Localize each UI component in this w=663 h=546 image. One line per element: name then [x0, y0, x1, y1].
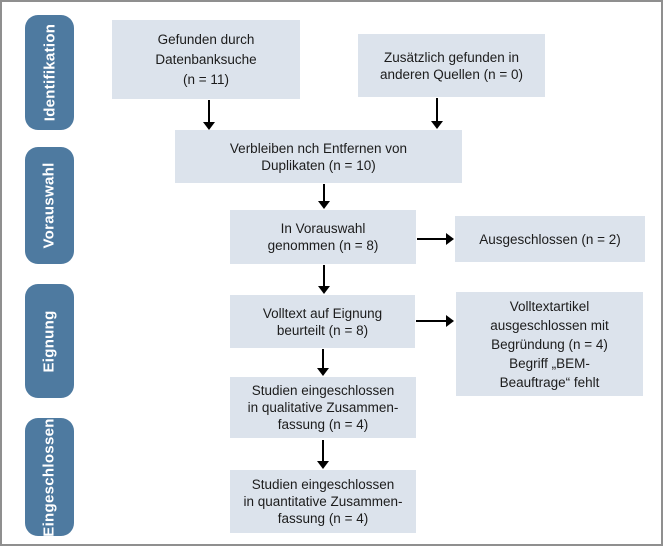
node-line: in qualitative Zusammen- — [247, 400, 399, 415]
stage-pill-eignung: Eignung — [25, 284, 74, 398]
node-line: Volltext auf Eignung — [262, 305, 383, 321]
node-excluded: Ausgeschlossen (n = 2) — [455, 216, 645, 262]
arrow-down-icon — [317, 440, 329, 469]
node-line: Verbleiben nch Entfernen von — [229, 140, 408, 156]
node-line: Beauftrage“ fehlt — [499, 374, 600, 390]
node-line: fassung (n = 4) — [277, 417, 369, 432]
arrow-head — [318, 286, 330, 294]
node-line: In Vorauswahl — [280, 221, 366, 236]
arrow-shaft — [208, 100, 210, 123]
stage-label: Identifikation — [41, 23, 59, 122]
node-line: Studien eingeschlossen — [251, 477, 395, 492]
node-included-qualitative-synthesis: Studien eingeschlossen in qualitative Zu… — [230, 377, 416, 438]
node-line: anderen Quellen (n = 0) — [380, 66, 523, 82]
node-fulltext-excluded-with-reason: Volltextartikel ausgeschlossen mit Begrü… — [456, 292, 643, 396]
arrow-head — [431, 121, 443, 129]
arrow-shaft — [323, 265, 325, 287]
node-line: Zusätzlich gefunden in — [383, 49, 520, 65]
arrow-down-icon — [431, 98, 443, 129]
node-line: Volltextartikel — [509, 298, 590, 314]
node-fulltext-assessed: Volltext auf Eignung beurteilt (n = 8) — [230, 295, 415, 348]
node-line: fassung (n = 4) — [277, 511, 369, 526]
node-line: Begriff „BEM- — [509, 355, 590, 371]
stage-label: Eingeschlossen — [41, 417, 59, 537]
arrow-head — [446, 315, 454, 327]
node-line: Begründung (n = 4) — [491, 336, 608, 352]
node-line: in quantitative Zusammen- — [243, 494, 403, 509]
node-taken-into-preselection: In Vorauswahl genommen (n = 8) — [230, 210, 416, 264]
arrow-right-icon — [416, 315, 454, 327]
arrow-shaft — [436, 98, 438, 122]
node-line: Duplikaten (n = 10) — [261, 157, 376, 173]
stage-label: Vorauswahl — [41, 162, 58, 249]
node-line: (n = 11) — [183, 71, 229, 87]
arrow-down-icon — [317, 349, 329, 376]
arrow-head — [317, 461, 329, 469]
node-line: Studien eingeschlossen — [251, 383, 395, 398]
arrow-head — [446, 233, 454, 245]
arrow-shaft — [322, 440, 324, 462]
node-included-quantitative-synthesis: Studien eingeschlossen in quantitative Z… — [230, 470, 416, 533]
node-found-in-other-sources: Zusätzlich gefunden in anderen Quellen (… — [358, 34, 545, 97]
node-line: Gefunden durch — [157, 31, 255, 47]
arrow-down-icon — [318, 184, 330, 209]
arrow-right-icon — [417, 233, 454, 245]
stage-pill-vorauswahl: Vorauswahl — [25, 147, 74, 264]
arrow-shaft — [323, 184, 325, 202]
node-line: beurteilt (n = 8) — [276, 322, 369, 338]
node-line: ausgeschlossen mit — [490, 317, 609, 333]
arrow-shaft — [417, 238, 447, 240]
arrow-shaft — [322, 349, 324, 369]
stage-label: Eignung — [41, 309, 58, 373]
node-found-by-database-search: Gefunden durch Datenbanksuche (n = 11) — [112, 20, 300, 99]
arrow-head — [317, 368, 329, 376]
arrow-head — [318, 201, 330, 209]
node-line: genommen (n = 8) — [267, 238, 379, 253]
stage-pill-identifikation: Identifikation — [25, 15, 74, 130]
arrow-shaft — [416, 320, 447, 322]
stage-pill-eingeschlossen: Eingeschlossen — [25, 418, 74, 536]
arrow-head — [203, 122, 215, 130]
node-line: Ausgeschlossen (n = 2) — [479, 231, 621, 247]
arrow-down-icon — [203, 100, 215, 130]
node-remaining-after-duplicate-removal: Verbleiben nch Entfernen von Duplikaten … — [175, 130, 462, 183]
node-line: Datenbanksuche — [155, 51, 257, 67]
arrow-down-icon — [318, 265, 330, 294]
